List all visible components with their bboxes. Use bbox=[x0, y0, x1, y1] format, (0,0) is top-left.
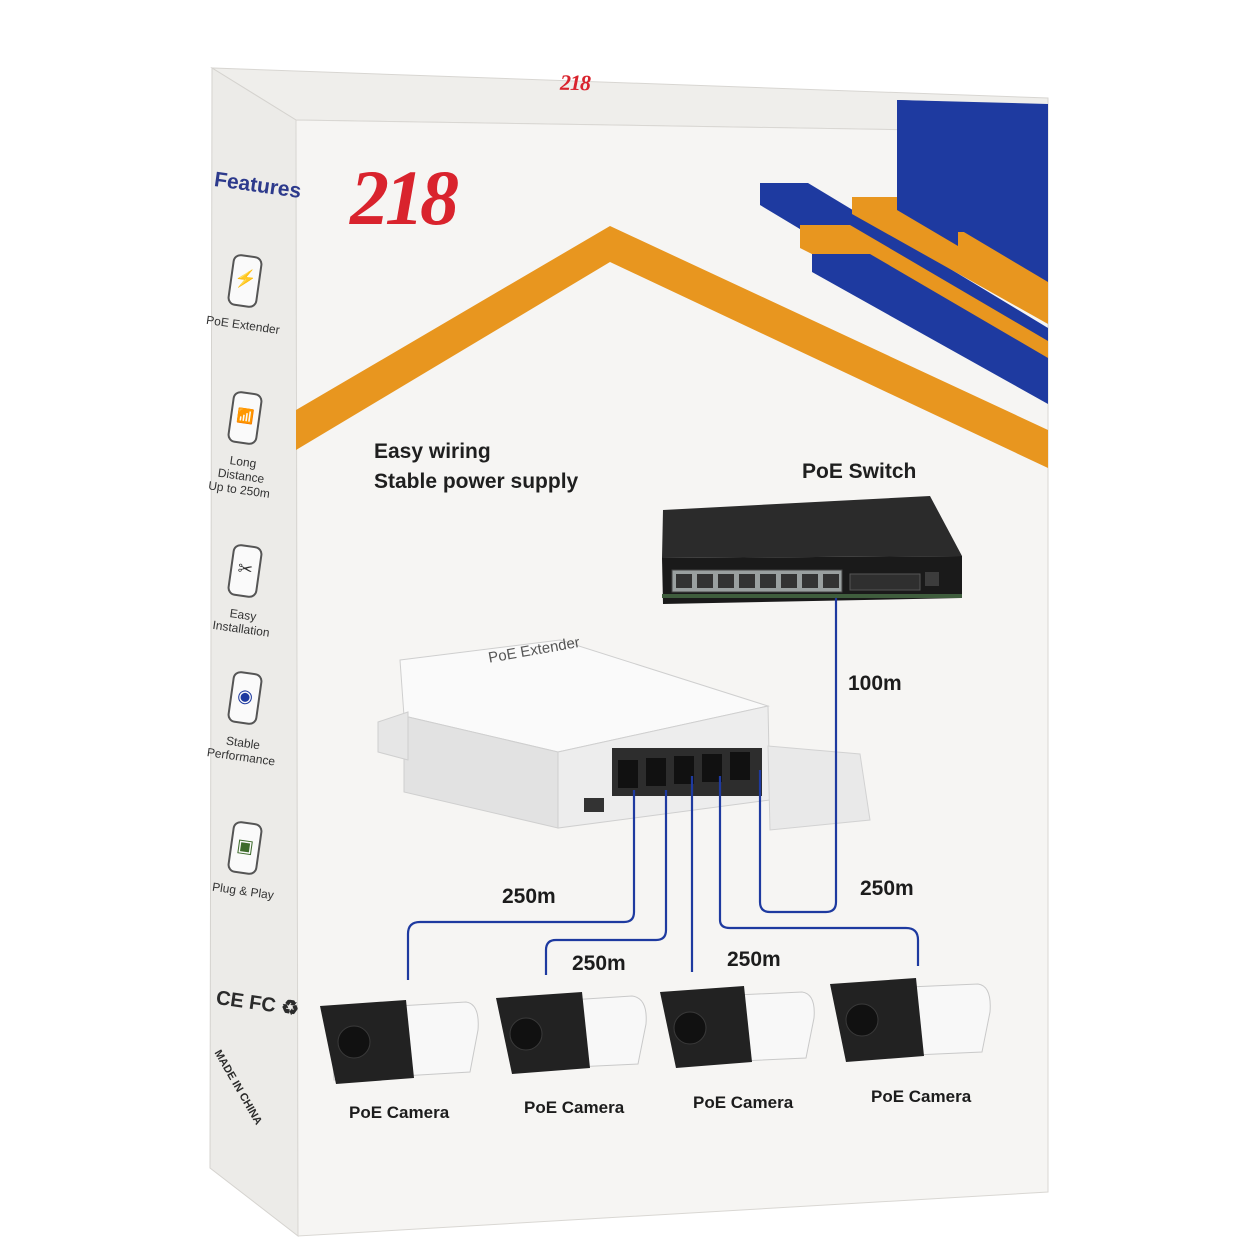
orange-roof-chevron bbox=[296, 226, 1048, 468]
network-cables bbox=[406, 598, 920, 980]
camera-4 bbox=[830, 978, 991, 1062]
camera-label-1: PoE Camera bbox=[349, 1103, 450, 1122]
feature-glyph-4: ◉ bbox=[236, 685, 255, 708]
distance-label-2: 250m bbox=[572, 952, 626, 975]
poe-extender bbox=[377, 639, 871, 831]
blue-corner-block bbox=[897, 100, 1048, 290]
camera-3 bbox=[660, 986, 815, 1068]
distance-label-1: 250m bbox=[502, 885, 556, 908]
switch-label: PoE Switch bbox=[802, 460, 917, 483]
blue-stripe-2 bbox=[812, 254, 1048, 404]
camera-1 bbox=[320, 1000, 479, 1084]
feature-glyph-5: ▣ bbox=[235, 834, 256, 858]
feature-glyph-2: 📶 bbox=[235, 406, 256, 426]
feature-glyph-3: ✂ bbox=[236, 558, 255, 580]
orange-stripe-1 bbox=[852, 197, 1048, 324]
brand-logo: 218 bbox=[350, 154, 459, 241]
distance-label-4: 250m bbox=[860, 877, 914, 900]
blue-top-block bbox=[897, 100, 1048, 246]
distance-label-3: 250m bbox=[727, 948, 781, 971]
poe-switch bbox=[662, 496, 962, 604]
camera-label-3: PoE Camera bbox=[693, 1093, 794, 1112]
camera-2 bbox=[496, 992, 647, 1074]
camera-label-4: PoE Camera bbox=[871, 1087, 972, 1106]
tagline-line-1: Easy wiring bbox=[374, 440, 491, 463]
tagline-line-2: Stable power supply bbox=[374, 470, 579, 493]
top-flap-logo: 218 bbox=[559, 69, 591, 96]
feature-glyph-1: ⚡ bbox=[232, 267, 258, 291]
uplink-distance-label: 100m bbox=[848, 672, 902, 695]
camera-label-2: PoE Camera bbox=[524, 1098, 625, 1117]
